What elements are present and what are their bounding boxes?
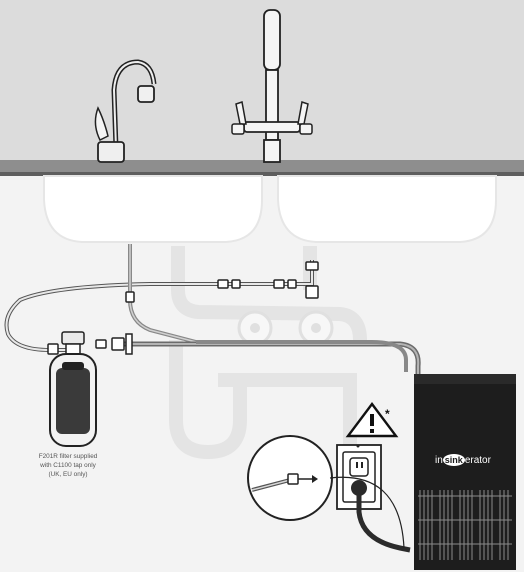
line-fittings: [125, 261, 319, 303]
wall-background: [0, 0, 524, 165]
tank-hoses: [124, 340, 421, 374]
warning-asterisk: *: [385, 407, 390, 421]
sink-basins: [43, 175, 497, 243]
water-tank: [414, 374, 516, 570]
filter-caption-line-1: F201R filter supplied: [38, 453, 98, 460]
warning-triangle: [345, 402, 399, 438]
filter-caption: F201R filter supplied with C1100 tap onl…: [22, 452, 114, 479]
hot-water-tap: [94, 59, 157, 163]
power-cord: [356, 494, 411, 553]
detail-magnifier: [247, 435, 405, 549]
brand-suffix: erator: [464, 455, 491, 466]
filter-cartridge: [49, 353, 97, 447]
filter-caption-line-2: with C1100 tap only: [40, 462, 96, 469]
valve-centers: [250, 323, 321, 333]
filter-head: [47, 331, 133, 355]
mixer-tap: [231, 9, 313, 163]
filter-caption-line-3: (UK, EU only): [48, 471, 88, 478]
brand-middle: sink: [442, 454, 465, 466]
wall-socket: [336, 444, 382, 510]
countertop: [0, 160, 524, 174]
brand-prefix: in: [435, 455, 443, 466]
countertop-edge: [0, 172, 524, 176]
